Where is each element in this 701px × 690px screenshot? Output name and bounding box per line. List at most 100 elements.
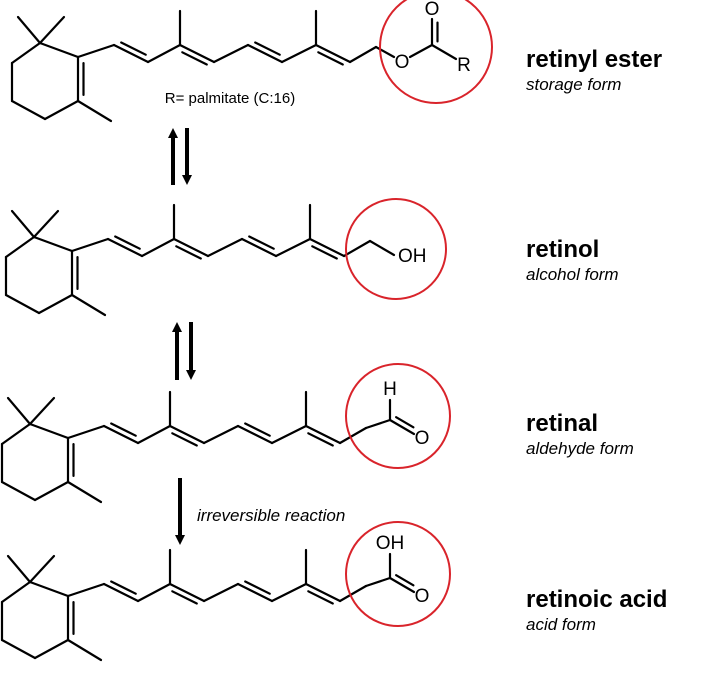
compound-name: retinoic acid bbox=[526, 586, 668, 613]
methyl-bond bbox=[6, 396, 32, 426]
ring-bond bbox=[37, 293, 74, 315]
carbonyl-double-bond-second bbox=[395, 574, 415, 587]
arrow-label: irreversible reaction bbox=[197, 506, 345, 525]
aldehyde-bond bbox=[364, 418, 392, 430]
chain-bond bbox=[348, 45, 378, 64]
functional-group-highlight bbox=[345, 521, 451, 627]
ring-bond bbox=[28, 580, 70, 598]
reversible-arrow bbox=[168, 128, 192, 185]
methyl-bond bbox=[70, 293, 107, 317]
ring-bond bbox=[4, 293, 41, 315]
chain-double-bond bbox=[314, 43, 352, 64]
methyl-bond bbox=[76, 99, 113, 123]
chain-bond bbox=[66, 424, 106, 440]
chain-bond bbox=[270, 424, 308, 445]
chain-bond bbox=[136, 424, 172, 445]
acid-bond bbox=[364, 576, 392, 588]
ring-bond bbox=[4, 235, 36, 259]
compound-form: alcohol form bbox=[526, 265, 619, 284]
compound-form: storage form bbox=[526, 75, 622, 94]
methyl-bond bbox=[66, 480, 103, 504]
chain-bond bbox=[280, 43, 318, 64]
functional-group-highlight bbox=[379, 0, 493, 104]
ester-bond bbox=[408, 43, 434, 59]
chain-double-bond bbox=[246, 43, 284, 64]
carbonyl-double-bond bbox=[388, 418, 416, 436]
ring-bond bbox=[43, 99, 80, 121]
arrowhead bbox=[172, 322, 182, 332]
chain-double-bond bbox=[178, 43, 216, 64]
structure-alcohol: OH bbox=[4, 198, 447, 317]
chain-bond bbox=[202, 582, 240, 603]
structure-acid: OHO bbox=[0, 521, 451, 662]
chain-bond bbox=[140, 237, 176, 258]
forward-arrow: irreversible reaction bbox=[175, 478, 345, 545]
chain-double-bond-second bbox=[248, 235, 275, 250]
r-group: R bbox=[457, 55, 471, 76]
chain-double-bond bbox=[304, 582, 342, 603]
carbonyl-double-bond bbox=[388, 576, 416, 594]
r-group-note: R= palmitate (C:16) bbox=[165, 90, 295, 107]
chain-double-bond bbox=[102, 582, 140, 603]
chain-bond bbox=[274, 237, 312, 258]
methyl-bond bbox=[6, 554, 32, 584]
chain-bond bbox=[136, 582, 172, 603]
functional-group-highlight bbox=[345, 198, 447, 300]
hydroxyl-group: OH bbox=[398, 246, 427, 267]
chain-double-bond-second bbox=[307, 432, 334, 447]
acid-hydroxyl: OH bbox=[376, 533, 405, 554]
chain-bond bbox=[76, 43, 116, 59]
ester-bond bbox=[430, 43, 458, 61]
chain-double-bond-second bbox=[114, 235, 141, 250]
chain-double-bond bbox=[168, 582, 206, 603]
compound-label: retinal aldehyde form bbox=[526, 410, 634, 460]
aldehyde-hydrogen: H bbox=[383, 379, 397, 400]
ring-bond bbox=[33, 480, 70, 502]
chain-bond bbox=[212, 43, 250, 64]
chain-double-bond-second bbox=[254, 41, 281, 56]
arrowhead bbox=[168, 128, 178, 138]
methyl-bond bbox=[32, 209, 60, 239]
ring-bond bbox=[10, 99, 47, 121]
methyl-bond bbox=[66, 638, 103, 662]
chain-double-bond-second bbox=[244, 580, 271, 595]
chain-bond bbox=[338, 584, 368, 603]
methyl-bond bbox=[28, 396, 56, 426]
ester-oxygen: O bbox=[395, 52, 410, 73]
ring-bond bbox=[33, 638, 70, 660]
chain-bond bbox=[338, 426, 368, 445]
methyl-bond bbox=[10, 209, 36, 239]
carbonyl-oxygen: O bbox=[415, 428, 430, 449]
arrowhead bbox=[175, 535, 185, 545]
chain-double-bond-second bbox=[175, 245, 202, 260]
chain-bond bbox=[342, 239, 372, 258]
chain-double-bond bbox=[106, 237, 144, 258]
compound-name: retinol bbox=[526, 236, 600, 263]
chain-double-bond-second bbox=[244, 422, 271, 437]
methyl-bond bbox=[16, 15, 42, 45]
ring-bond bbox=[0, 422, 32, 446]
carbonyl-double-bond-second bbox=[395, 416, 415, 429]
ring-bond bbox=[10, 41, 42, 65]
chain-bond bbox=[206, 237, 244, 258]
chain-double-bond-second bbox=[120, 41, 147, 56]
arrowhead bbox=[182, 175, 192, 185]
chain-bond bbox=[70, 237, 110, 253]
alcohol-bond bbox=[368, 239, 396, 257]
chain-double-bond bbox=[236, 424, 274, 445]
compound-form: aldehyde form bbox=[526, 439, 634, 458]
chain-double-bond-second bbox=[171, 590, 198, 605]
functional-group-highlight bbox=[345, 363, 451, 469]
structure-aldehyde: HO bbox=[0, 363, 451, 504]
compound-name: retinal bbox=[526, 410, 599, 437]
compound-name: retinyl ester bbox=[526, 46, 663, 73]
chain-bond bbox=[270, 582, 308, 603]
chain-double-bond bbox=[240, 237, 278, 258]
chain-double-bond bbox=[112, 43, 150, 64]
chain-double-bond-second bbox=[307, 590, 334, 605]
chain-double-bond bbox=[308, 237, 346, 258]
chain-double-bond-second bbox=[171, 432, 198, 447]
